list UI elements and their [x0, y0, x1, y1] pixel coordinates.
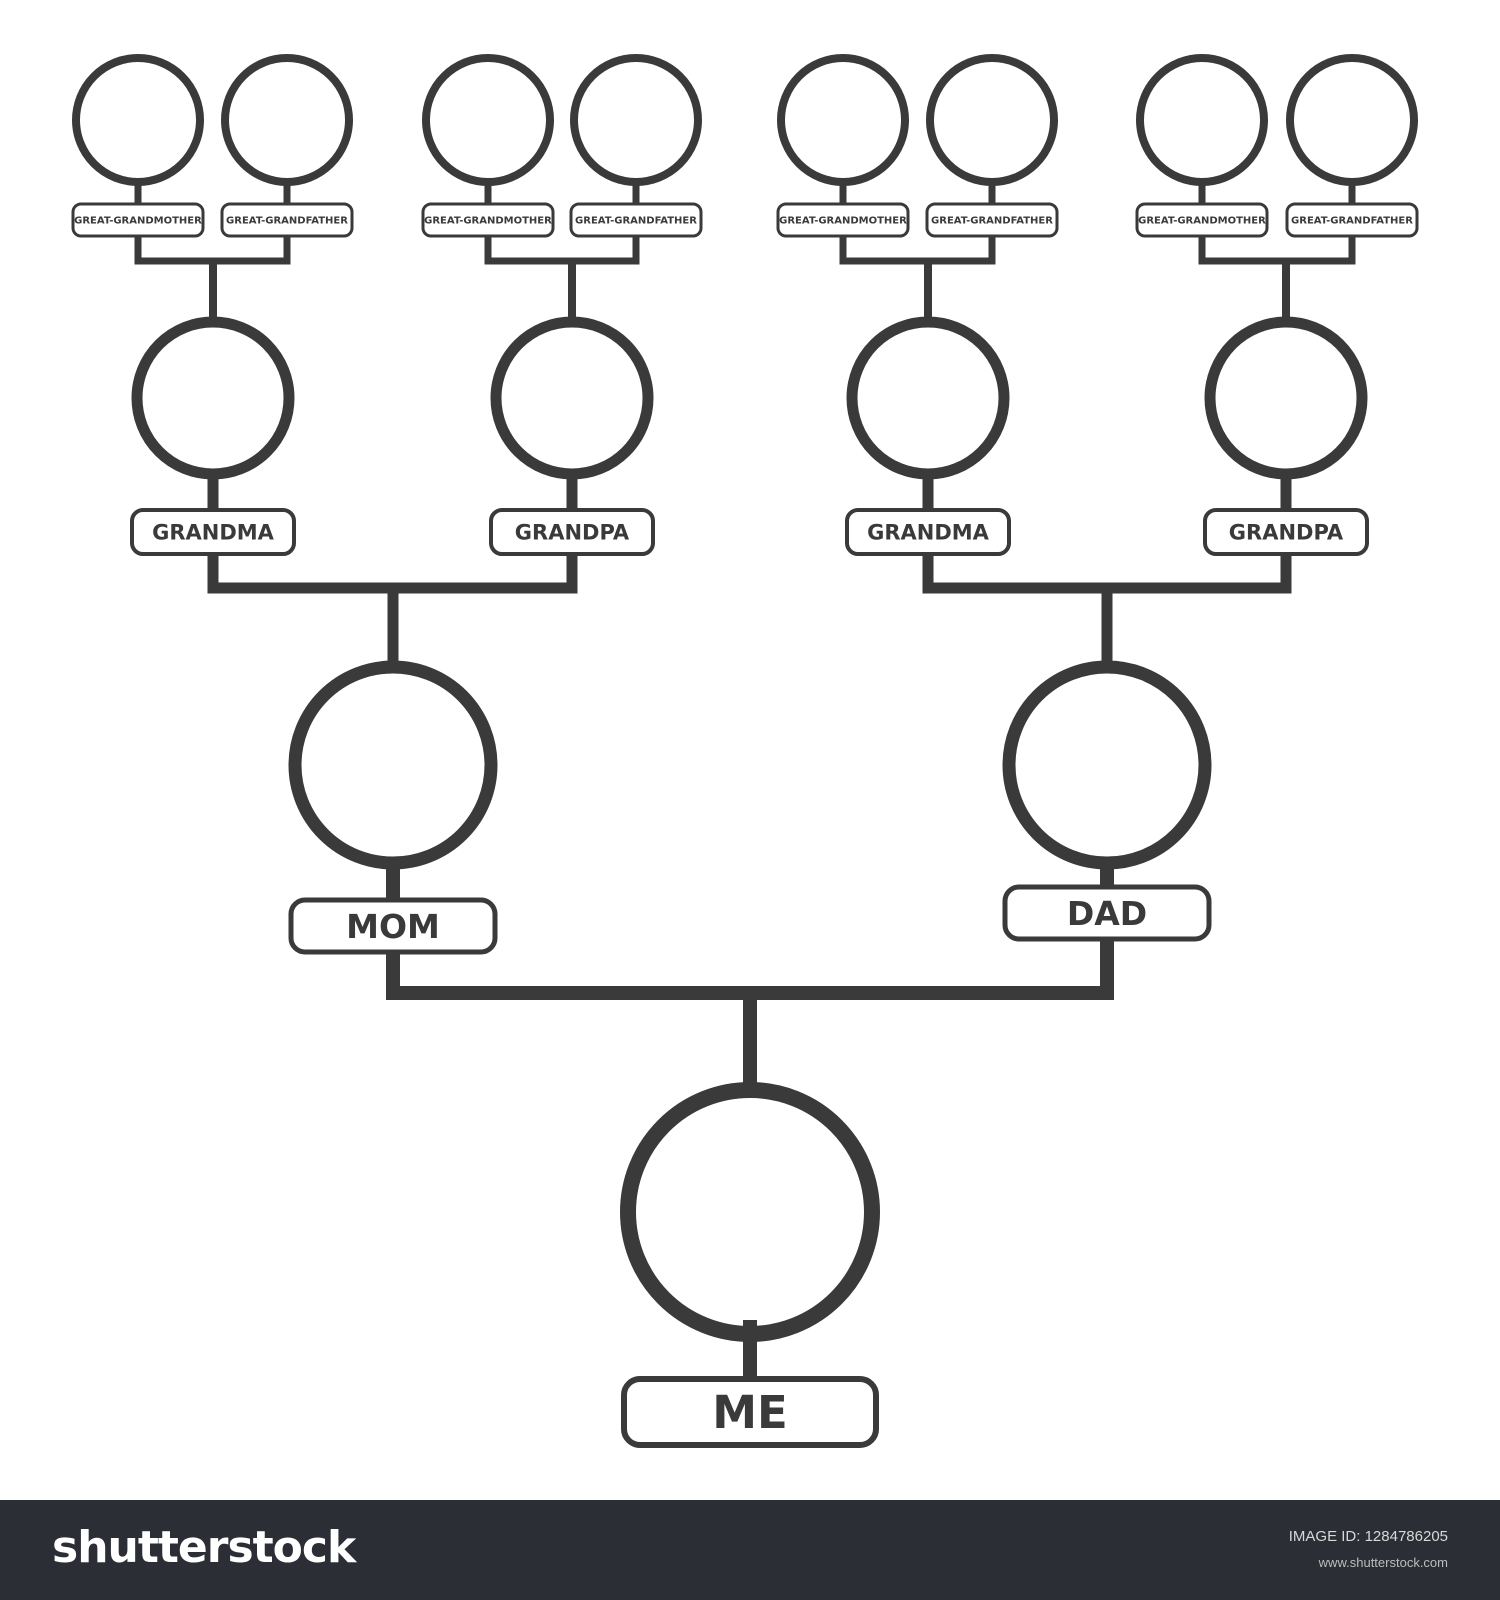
name-label-box: GREAT-GRANDFATHER — [1285, 202, 1419, 238]
great-grandparent-node: GREAT-GRANDMOTHER — [1128, 54, 1277, 238]
label-frame — [220, 202, 354, 238]
male-avatar-icon — [918, 84, 1067, 194]
label-frame — [776, 202, 910, 238]
portrait-frame — [570, 54, 702, 186]
name-label-box: GREAT-GRANDFATHER — [220, 202, 354, 238]
male-avatar-icon — [213, 84, 362, 194]
name-label-box: GREAT-GRANDFATHER — [925, 202, 1059, 238]
person-label: MOM — [346, 907, 440, 946]
portrait-frame — [1204, 316, 1368, 480]
tree-connectors — [134, 180, 1356, 1385]
shutterstock-logo[interactable]: shutterstock — [52, 1522, 356, 1573]
portrait-frame — [72, 54, 204, 186]
label-frame — [1203, 508, 1369, 556]
label-frame — [845, 508, 1011, 556]
person-label: ME — [712, 1386, 788, 1439]
person-label: GREAT-GRANDFATHER — [575, 216, 697, 227]
person-label: DAD — [1067, 894, 1147, 933]
female-avatar-icon — [275, 706, 510, 882]
great-grandparent-node: GREAT-GRANDMOTHER — [769, 54, 918, 238]
site-url-text[interactable]: www.shutterstock.com — [1318, 1555, 1448, 1570]
tree-nodes: GREAT-GRANDMOTHER GREAT-GRANDFATHER GREAT-… — [64, 54, 1427, 1448]
portrait-frame — [777, 54, 909, 186]
person-label: GRANDPA — [515, 521, 630, 545]
person-label: GREAT-GRANDMOTHER — [424, 216, 552, 227]
person-label: GREAT-GRANDFATHER — [931, 216, 1053, 227]
person-label: GRANDMA — [152, 521, 275, 545]
label-frame — [1002, 884, 1212, 942]
label-frame — [621, 1376, 879, 1448]
person-label: GREAT-GRANDFATHER — [226, 216, 348, 227]
male-avatar-icon — [989, 708, 1224, 882]
grandparent-node: GRANDPA — [489, 316, 655, 556]
female-avatar-icon — [769, 83, 918, 195]
me-node: ME — [620, 1082, 880, 1448]
name-label-box: GRANDPA — [489, 508, 655, 556]
male-avatar-icon — [562, 84, 711, 194]
portrait-frame — [1002, 660, 1212, 870]
name-label-box: GREAT-GRANDMOTHER — [1135, 202, 1269, 238]
great-grandparent-node: GREAT-GRANDFATHER — [562, 54, 711, 238]
parent-node: MOM — [275, 660, 510, 955]
name-label-box: GREAT-GRANDFATHER — [569, 202, 703, 238]
name-label-box: GREAT-GRANDMOTHER — [421, 202, 555, 238]
name-label-box: MOM — [288, 897, 498, 955]
portrait-frame — [620, 1082, 880, 1342]
label-frame — [925, 202, 1059, 238]
great-grandparent-node: GREAT-GRANDMOTHER — [414, 54, 563, 238]
portrait-frame — [926, 54, 1058, 186]
person-label: GREAT-GRANDMOTHER — [779, 216, 907, 227]
male-avatar-icon — [1278, 84, 1427, 194]
portrait-frame — [422, 54, 554, 186]
name-label-box: ME — [621, 1376, 879, 1448]
grandparent-node: GRANDPA — [1203, 316, 1369, 556]
image-id-text: IMAGE ID: 1284786205 — [1288, 1528, 1448, 1545]
grandparent-node: GRANDMA — [845, 316, 1011, 556]
label-frame — [569, 202, 703, 238]
portrait-frame — [1136, 54, 1268, 186]
label-frame — [288, 897, 498, 955]
portrait-frame — [221, 54, 353, 186]
great-grandparent-node: GREAT-GRANDFATHER — [213, 54, 362, 238]
name-label-box: DAD — [1002, 884, 1212, 942]
female-avatar-icon — [64, 83, 213, 195]
great-grandparent-node: GREAT-GRANDFATHER — [1278, 54, 1427, 238]
name-label-box: GRANDPA — [1203, 508, 1369, 556]
grandparent-node: GRANDMA — [130, 316, 296, 556]
portrait-frame — [490, 316, 654, 480]
label-frame — [421, 202, 555, 238]
person-label: GREAT-GRANDMOTHER — [74, 216, 202, 227]
name-label-box: GRANDMA — [130, 508, 296, 556]
label-frame — [1135, 202, 1269, 238]
person-label: GREAT-GRANDFATHER — [1291, 216, 1413, 227]
person-label: GREAT-GRANDMOTHER — [1138, 216, 1266, 227]
portrait-frame — [846, 316, 1010, 480]
portrait-frame — [131, 316, 295, 480]
female-avatar-icon — [414, 83, 563, 195]
great-grandparent-node: GREAT-GRANDFATHER — [918, 54, 1067, 238]
person-label: GRANDMA — [867, 521, 990, 545]
parents-connector — [386, 860, 1114, 1000]
label-frame — [1285, 202, 1419, 238]
footer-bar: shutterstock IMAGE ID: 1284786205 www.sh… — [0, 1500, 1500, 1600]
name-label-box: GREAT-GRANDMOTHER — [776, 202, 910, 238]
portrait-frame — [288, 660, 498, 870]
name-label-box: GRANDMA — [845, 508, 1011, 556]
parent-node: DAD — [989, 660, 1224, 942]
label-frame — [71, 202, 205, 238]
label-frame — [489, 508, 655, 556]
portrait-frame — [1286, 54, 1418, 186]
name-label-box: GREAT-GRANDMOTHER — [71, 202, 205, 238]
family-tree-diagram: GREAT-GRANDMOTHER GREAT-GRANDFATHER GREAT-… — [64, 54, 1427, 1448]
great-grandparent-node: GREAT-GRANDMOTHER — [64, 54, 213, 238]
female-avatar-icon — [1128, 83, 1277, 195]
person-label: GRANDPA — [1229, 521, 1344, 545]
label-frame — [130, 508, 296, 556]
